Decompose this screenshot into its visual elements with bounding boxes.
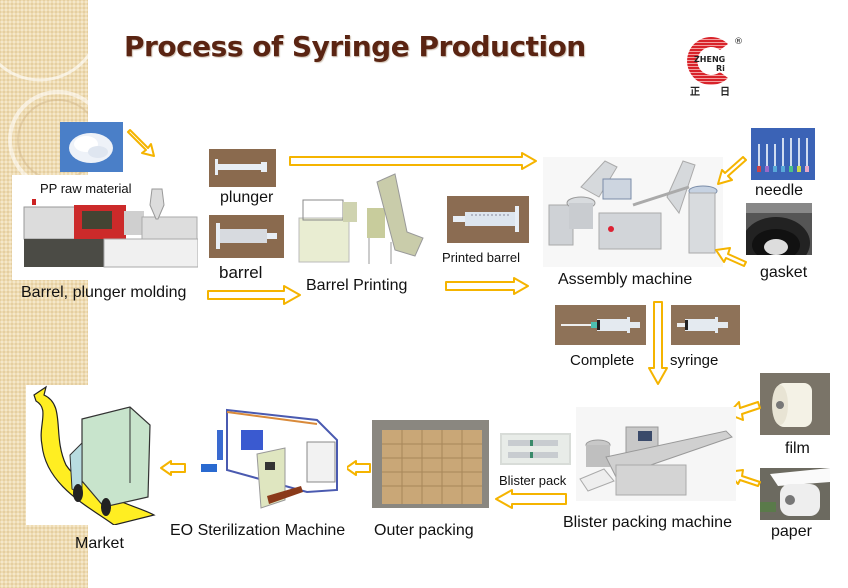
arrow-pellets-to-molding <box>127 129 155 157</box>
paper-image <box>760 468 830 520</box>
delivery-truck-image <box>26 385 158 525</box>
svg-text:ZHENG: ZHENG <box>694 55 725 64</box>
paper-label: paper <box>771 523 812 540</box>
blister-pack-icon <box>502 435 569 463</box>
assembly-machine-label: Assembly machine <box>558 271 693 288</box>
blister-pack-label: Blister pack <box>499 473 567 488</box>
needle-label: needle <box>755 182 804 199</box>
arrow-plunger-to-assembly <box>289 152 537 170</box>
barrel-image <box>209 215 284 258</box>
eo-sterilization-machine-image <box>197 400 347 515</box>
arrow-eo-to-market <box>160 460 186 476</box>
pp-raw-material-label: PP raw material <box>40 181 132 196</box>
gasket-label: gasket <box>760 264 808 281</box>
carton-stack-image <box>372 420 489 508</box>
molding-label: Barrel, plunger molding <box>21 284 187 301</box>
printed-barrel-icon <box>453 206 519 232</box>
blister-pack-image <box>500 433 571 465</box>
decorative-side-band <box>0 0 88 588</box>
gasket-bowl-icon <box>746 203 812 255</box>
market-label: Market <box>75 535 124 552</box>
assembly-machine-image <box>543 157 723 267</box>
barrel-label: barrel <box>219 263 263 282</box>
arrow-molding-to-printing <box>207 285 301 305</box>
arrow-gasket-to-assembly <box>715 247 747 267</box>
blister-packing-machine-image <box>576 407 736 501</box>
syringe-image <box>671 305 740 345</box>
blister-machine-icon <box>579 426 733 496</box>
printed-barrel-label: Printed barrel <box>442 250 521 265</box>
logo-c-mark-icon: ZHENG Ri ® 正 日 <box>687 37 743 98</box>
arrow-outer-packing-to-eo <box>345 460 371 476</box>
plunger-label: plunger <box>220 189 274 206</box>
pellets-icon <box>69 133 113 163</box>
needle-image <box>751 128 815 180</box>
printing-machine-icon <box>298 173 424 264</box>
svg-text:正: 正 <box>690 86 700 98</box>
outer-packing-label: Outer packing <box>374 522 474 539</box>
barrel-printing-label: Barrel Printing <box>306 277 408 294</box>
film-roll-icon <box>772 383 812 427</box>
arrow-needle-to-assembly <box>717 156 747 185</box>
molding-machine-image: PP raw material <box>12 175 198 280</box>
barrel-printing-machine-image <box>295 172 427 272</box>
syringe-with-needle-image <box>555 305 646 345</box>
plunger-icon <box>215 159 267 175</box>
syringe-with-needle-icon <box>561 317 640 333</box>
needles-icon <box>757 138 809 172</box>
syringe-label: syringe <box>670 352 719 369</box>
eo-machine-icon <box>201 408 338 509</box>
arrow-blister-to-outer-packing <box>495 489 567 509</box>
pp-pellets-image <box>60 122 123 172</box>
complete-label: Complete <box>570 352 635 369</box>
arrow-printing-to-assembly <box>445 277 529 295</box>
injection-molding-machine-icon <box>23 188 198 268</box>
plunger-image <box>209 149 276 187</box>
syringe-icon <box>677 317 728 333</box>
barrel-icon <box>216 223 277 249</box>
arrow-assembly-to-blister <box>648 301 668 385</box>
printed-barrel-image <box>447 196 529 243</box>
svg-text:日: 日 <box>720 86 730 98</box>
svg-text:®: ® <box>734 37 743 47</box>
eo-sterilization-label: EO Sterilization Machine <box>170 522 346 539</box>
truck-road-icon <box>33 385 156 525</box>
film-label: film <box>785 440 810 457</box>
film-image <box>760 373 830 435</box>
paper-roll-icon <box>760 468 830 516</box>
carton-stack-icon <box>382 430 482 504</box>
blister-packing-machine-label: Blister packing machine <box>563 514 732 531</box>
page-title: Process of Syringe Production <box>124 30 586 63</box>
gasket-image <box>746 203 812 255</box>
svg-text:Ri: Ri <box>716 64 725 73</box>
assembly-machine-icon <box>548 160 718 254</box>
zhengri-logo: ZHENG Ri ® 正 日 <box>680 34 750 98</box>
